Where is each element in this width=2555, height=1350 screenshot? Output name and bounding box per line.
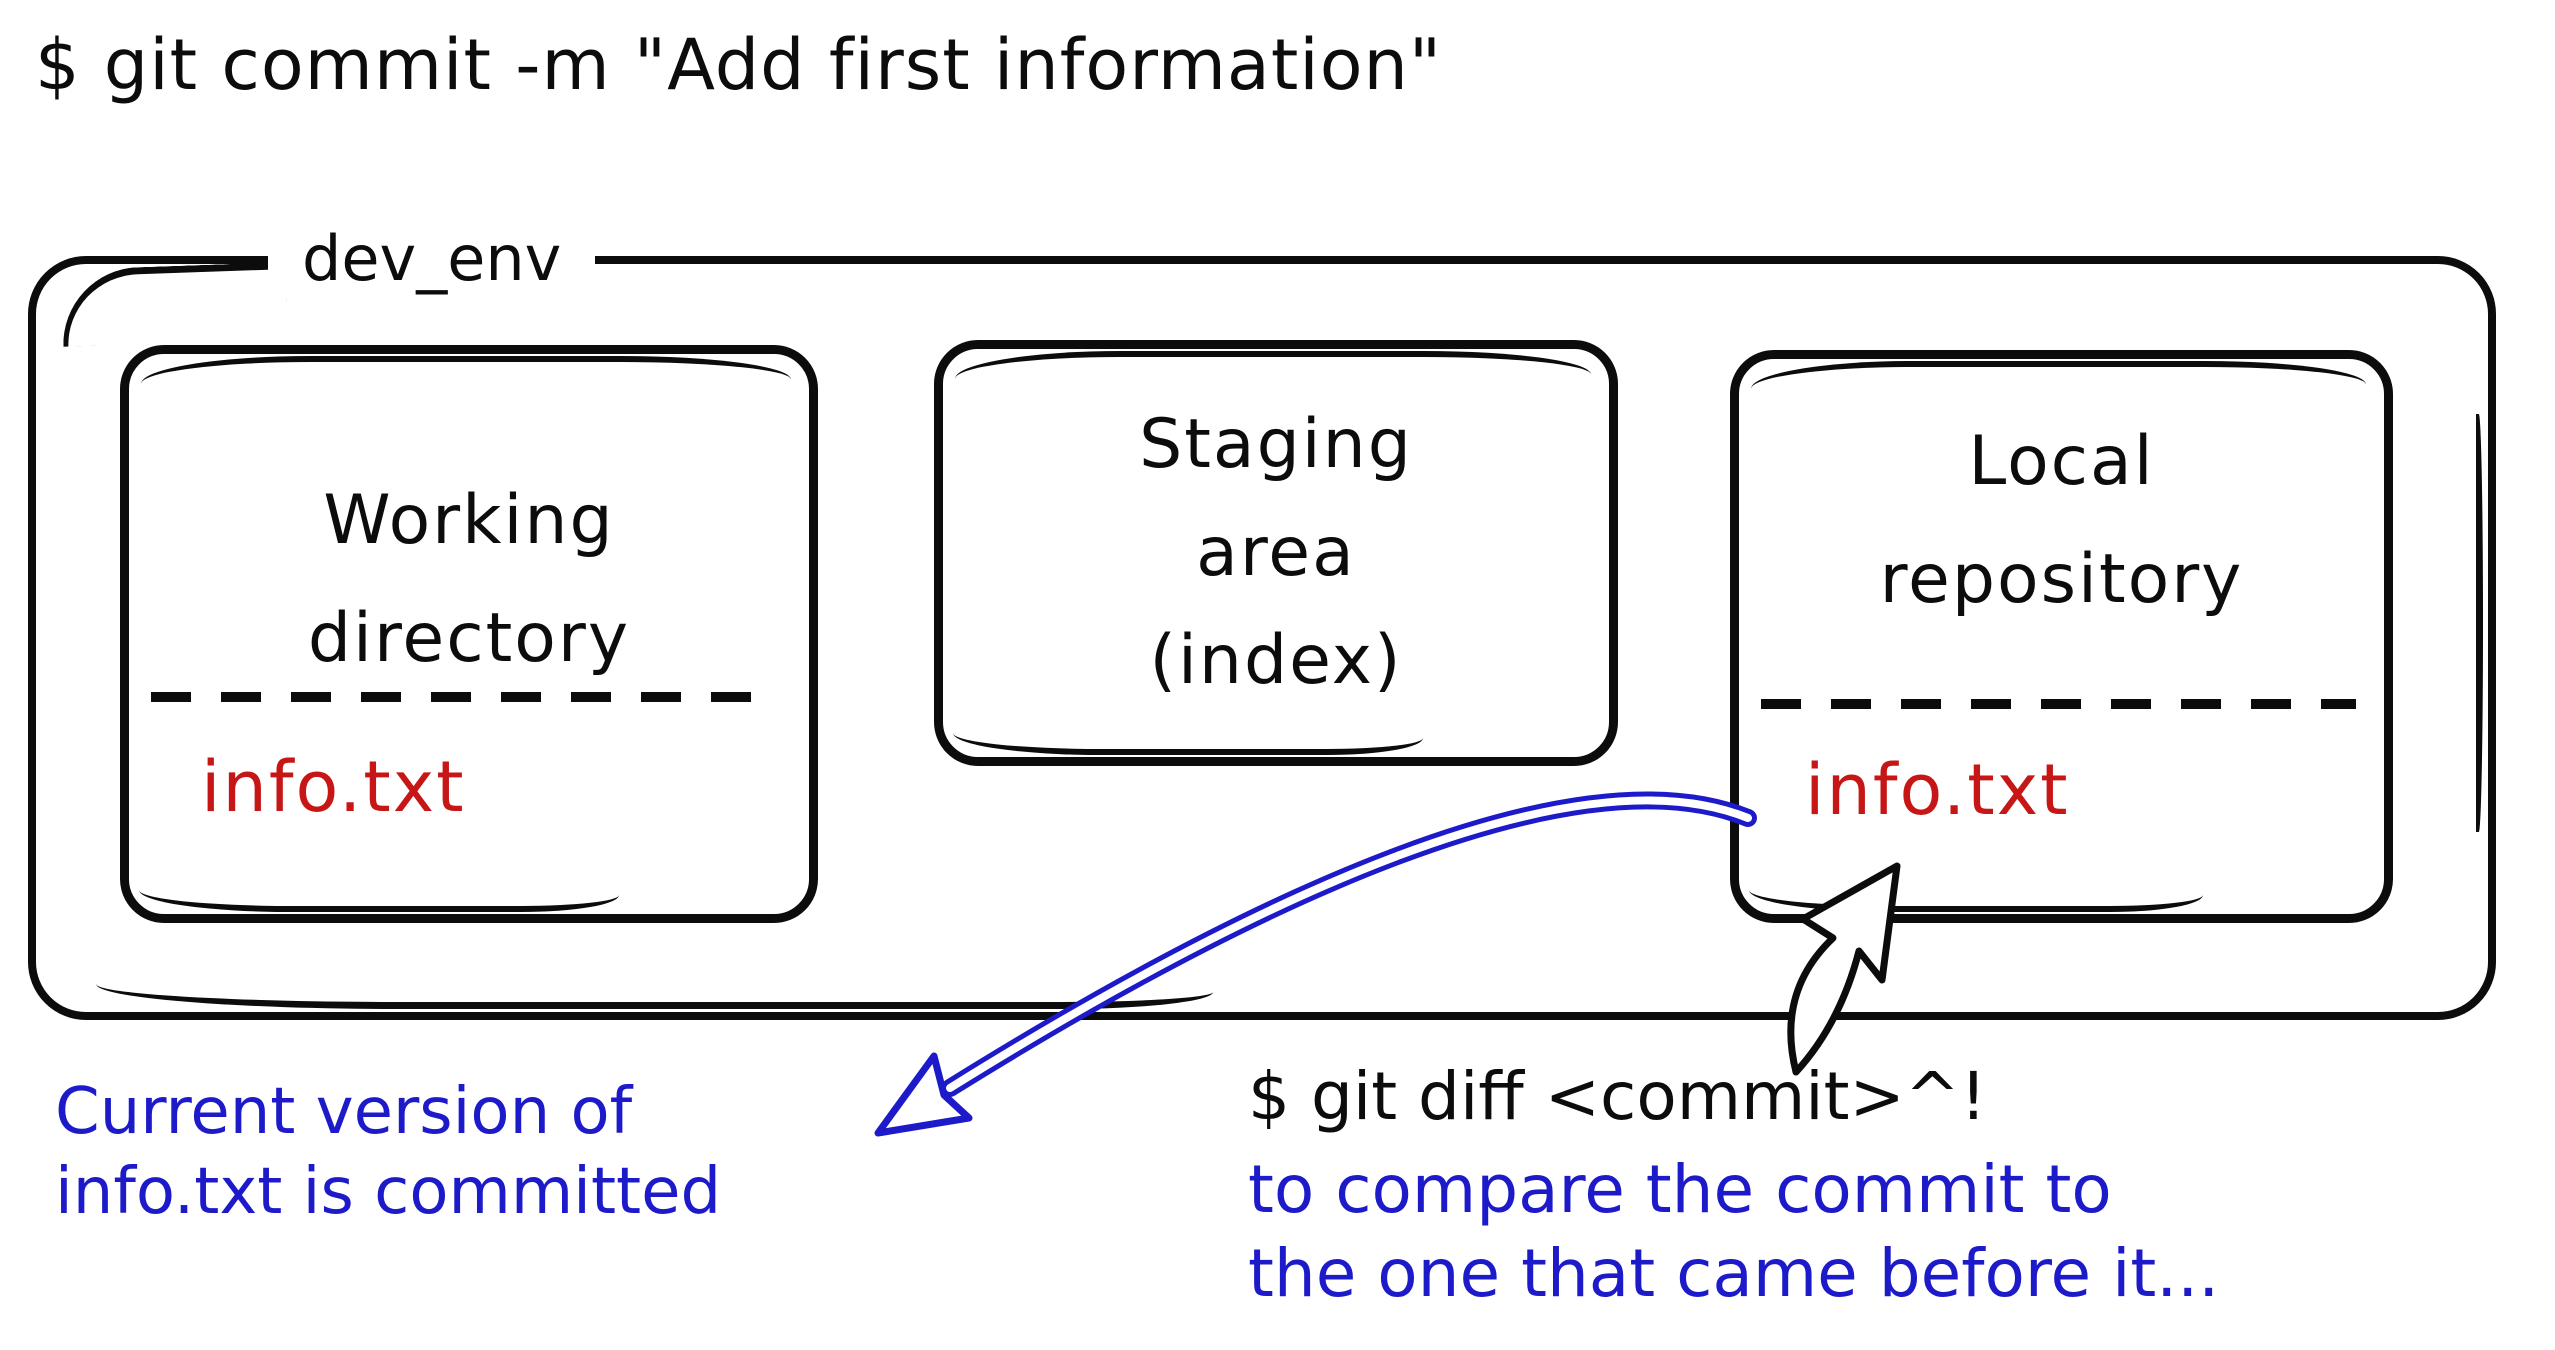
terminal-command-title: $ git commit -m "Add first information" xyxy=(35,24,1443,106)
dashed-divider xyxy=(1761,699,2356,709)
local-repository-box: Local repository info.txt xyxy=(1730,350,2393,923)
git-diff-note: to compare the commit to the one that ca… xyxy=(1248,1148,2219,1316)
title-line: Local xyxy=(1968,422,2155,501)
committed-note: Current version of info.txt is committed xyxy=(55,1072,721,1232)
git-diff-note-line: to compare the commit to xyxy=(1248,1151,2112,1228)
dev-env-label: dev_env xyxy=(268,220,596,298)
local-file-info-txt: info.txt xyxy=(1805,749,2070,831)
title-line: area xyxy=(1196,513,1356,592)
title-line: Staging xyxy=(1139,405,1413,484)
working-file-info-txt: info.txt xyxy=(201,746,466,828)
title-line: directory xyxy=(307,599,631,678)
working-directory-title: Working directory xyxy=(129,462,809,698)
git-diff-command: $ git diff <commit>^! xyxy=(1248,1058,1987,1135)
committed-note-line: Current version of xyxy=(55,1075,633,1149)
staging-area-title: Staging area (index) xyxy=(943,391,1609,715)
sketch-stroke xyxy=(96,984,1213,1009)
git-diff-note-line: the one that came before it... xyxy=(1248,1235,2220,1312)
title-line: Working xyxy=(323,481,615,560)
title-line: repository xyxy=(1879,540,2244,619)
dashed-divider xyxy=(151,692,781,702)
title-line: (index) xyxy=(1149,621,1403,700)
staging-area-box: Staging area (index) xyxy=(934,340,1618,766)
blue-arrowhead xyxy=(874,1052,973,1137)
committed-note-line: info.txt is committed xyxy=(55,1155,722,1229)
working-directory-box: Working directory info.txt xyxy=(120,345,818,923)
local-repository-title: Local repository xyxy=(1739,403,2384,639)
